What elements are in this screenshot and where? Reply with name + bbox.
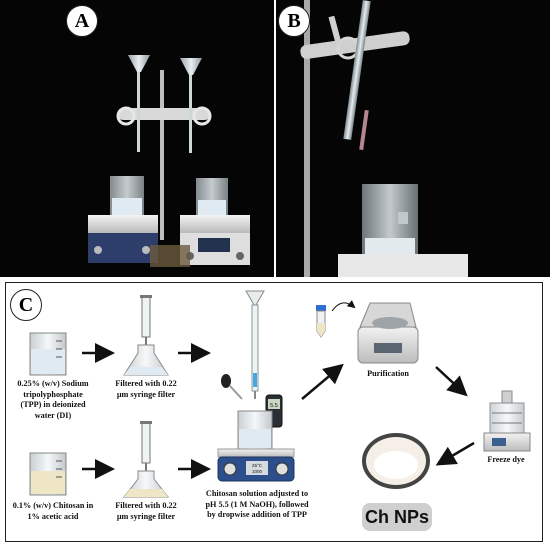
funnel-left (128, 55, 150, 72)
clamp-screw (328, 15, 342, 45)
burette (343, 0, 371, 140)
photo-b-illustration (300, 0, 468, 277)
photo-panel-a: A (0, 0, 274, 277)
panel-letter-b: B (278, 5, 310, 37)
knob-icon (236, 252, 244, 260)
hotplate-right-top (180, 215, 250, 233)
panel-letter-c: C (10, 289, 42, 321)
chitosan-solution-label: 0.1% (w/v) Chitosan in 1% acetic acid (12, 501, 94, 521)
stirrer-beaker-icon: 25°C 1000 (217, 410, 295, 482)
tpp-filter-label: Filtered with 0.22 µm syringe filter (115, 379, 177, 399)
stand-rod (304, 0, 310, 277)
chitosan-beaker-icon (29, 452, 67, 496)
workflow-diagram: 5.5 25°C 1000 (29, 290, 531, 498)
flow-arrow (435, 366, 468, 397)
bench-items (150, 245, 190, 267)
hotplate-top (338, 254, 468, 277)
beaker-left-liquid (112, 198, 142, 215)
beaker-liquid (365, 238, 415, 256)
flow-arrow (435, 441, 475, 466)
curved-arrow (331, 300, 356, 312)
hotplate-display (198, 238, 230, 252)
stirrer-temp-display: 25°C (252, 463, 263, 468)
chitosan-filter-label: Filtered with 0.22 µm syringe filter (115, 501, 177, 521)
mixing-step-label: Chitosan solution adjusted to pH 5.5 (1 … (205, 489, 309, 519)
hotplate-left-top (88, 215, 158, 233)
clamp-ring-left (116, 106, 136, 126)
beaker-right-liquid (198, 200, 226, 215)
nanoparticle-dish-icon (362, 433, 430, 489)
stirrer-rpm-display: 1000 (252, 469, 263, 474)
freeze-dryer-icon (483, 390, 531, 452)
tpp-solution-label: 0.25% (w/v) Sodium tripolyphosphate (TPP… (17, 379, 89, 420)
product-badge: Ch NPs (362, 503, 432, 531)
clamp-arm (300, 31, 410, 59)
panel-c-workflow: 5.5 25°C 1000 (5, 282, 543, 542)
sample-tube-icon (316, 305, 326, 338)
burette-tip (359, 109, 369, 151)
photo-a-illustration (88, 55, 250, 267)
freeze-dry-label: Freeze dye (487, 455, 525, 464)
dropper-icon (221, 374, 243, 400)
photo-panel-b: B (276, 0, 550, 277)
beaker-label (398, 212, 408, 224)
panel-letter-a: A (66, 5, 98, 37)
stand-rod (160, 70, 164, 240)
funnel-stem-right (189, 75, 192, 153)
knob-icon (94, 246, 102, 254)
syringe-flask-icon (123, 295, 169, 376)
centrifuge-icon (357, 302, 419, 364)
clamp-bar (118, 108, 210, 120)
funnel-right (180, 58, 202, 75)
knob-icon (142, 246, 150, 254)
burette-icon (245, 290, 265, 399)
syringe-flask-icon (122, 421, 170, 498)
funnel-stem-left (137, 72, 140, 152)
tpp-beaker-icon (29, 332, 67, 376)
ph-meter-display: 5.5 (270, 403, 278, 409)
clamp-ring-right (192, 106, 212, 126)
flow-arrow (301, 363, 344, 400)
purification-label: Purification (367, 369, 409, 378)
